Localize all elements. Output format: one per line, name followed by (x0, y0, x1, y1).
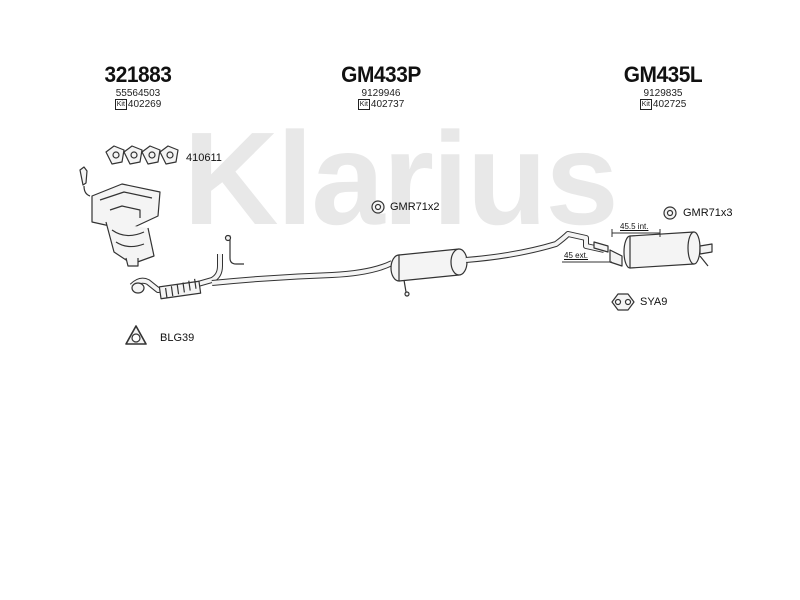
flange-gasket-icon (125, 325, 147, 345)
kit-badge: Kit (357, 99, 370, 110)
column-right: GM435L 9129835 Kit 402725 (608, 62, 718, 110)
part-number-gm433p: GM433P (341, 62, 421, 87)
kit-number: 402737 (370, 99, 405, 110)
oem-number: 55564503 (115, 88, 161, 99)
kit-badge: Kit (639, 99, 652, 110)
kit-reference: Kit 402737 (326, 99, 436, 110)
oem-number: 9129835 (643, 88, 683, 99)
gasket-set-label: 410611 (186, 152, 222, 164)
part-number-gm435l: GM435L (623, 62, 703, 87)
hanger-label: SYA9 (640, 296, 668, 308)
measurement-lines (562, 229, 661, 263)
kit-number: 402725 (652, 99, 687, 110)
kit-badge: Kit (114, 99, 127, 110)
measurement-int: 45.5 int. (620, 222, 649, 231)
gasket-set-icon (105, 145, 179, 165)
watermark-text: Klarius (183, 105, 617, 252)
catalytic-converter-icon (91, 183, 161, 267)
front-pipe-icon (129, 254, 223, 300)
rubber-hanger-icon (611, 293, 635, 311)
measurement-ext: 45 ext. (564, 251, 589, 260)
kit-number: 402269 (127, 99, 162, 110)
kit-reference: Kit 402725 (608, 99, 718, 110)
part-number-321883: 321883 (104, 62, 172, 87)
middle-silencer-icon (390, 248, 468, 297)
lambda-sensor-icon (79, 166, 88, 186)
column-left: 321883 55564503 Kit 402269 (90, 62, 186, 110)
flange-gasket-label: BLG39 (160, 332, 195, 344)
clamp-mid-label: GMR71x2 (390, 201, 440, 213)
column-middle: GM433P 9129946 Kit 402737 (326, 62, 436, 110)
clamp-rear-label: GMR71x3 (683, 207, 733, 219)
oem-number: 9129946 (361, 88, 401, 99)
kit-reference: Kit 402269 (90, 99, 186, 110)
sensor-wire-icon (226, 235, 244, 265)
rear-silencer-icon (609, 231, 713, 269)
